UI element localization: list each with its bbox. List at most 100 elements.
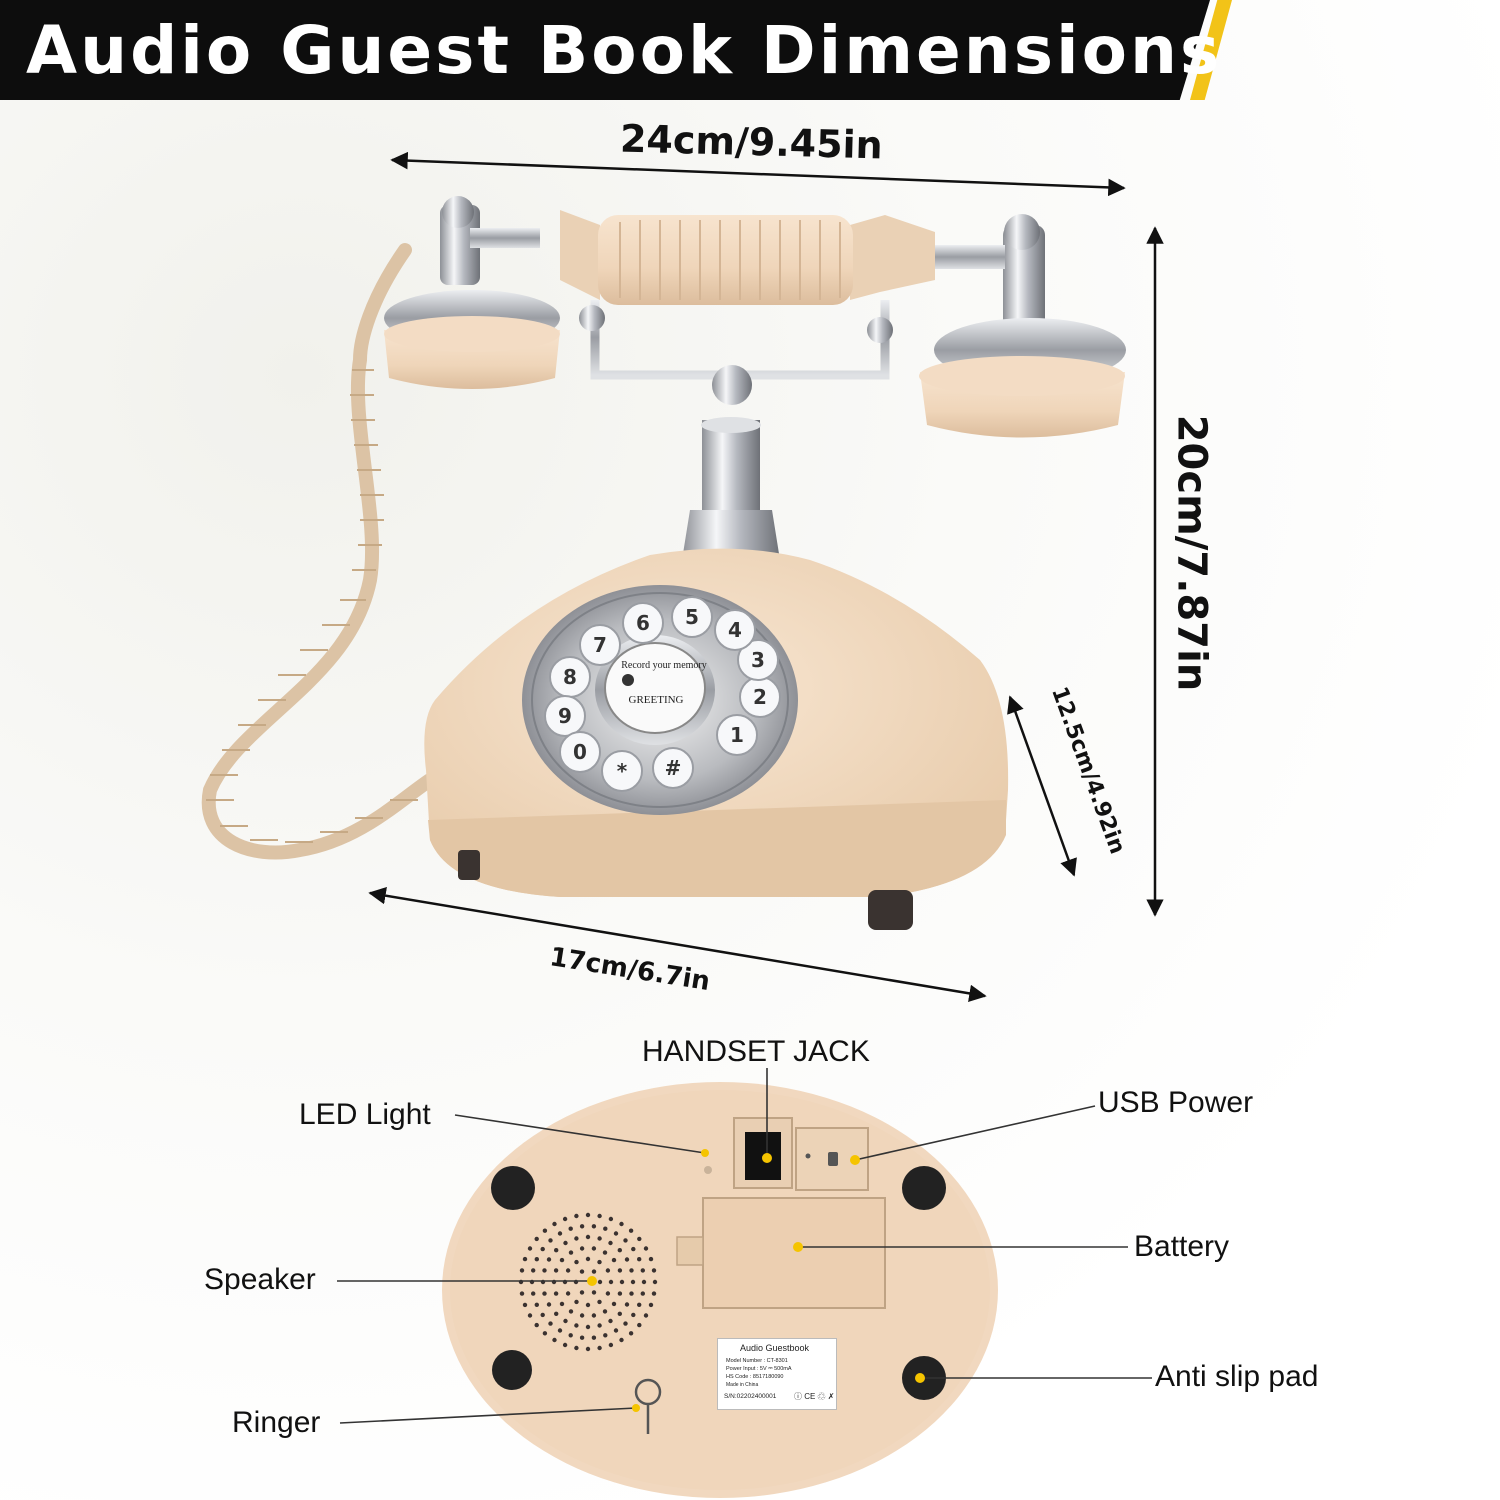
dial-key-button: [601, 750, 643, 792]
speaker-hole: [591, 1335, 597, 1340]
speaker-hole: [597, 1299, 602, 1305]
speaker-hole: [585, 1256, 591, 1262]
speaker-hole: [651, 1268, 657, 1273]
foot-bottom-left: [492, 1350, 532, 1390]
speaker-hole: [574, 1259, 579, 1265]
speaker-hole: [637, 1236, 642, 1242]
speaker-hole: [579, 1290, 585, 1295]
speaker-hole: [617, 1291, 623, 1296]
speaker-hole: [640, 1268, 645, 1273]
speaker-hole: [608, 1318, 613, 1324]
speaker-hole: [611, 1301, 617, 1307]
plate-marks: ⓘ CE ♲ ✗: [794, 1392, 835, 1401]
dial-greeting-text: GREETING: [629, 694, 684, 706]
usb-power-marker: [850, 1155, 860, 1165]
speaker-hole: [568, 1250, 574, 1255]
dial-key-label: 2: [753, 685, 767, 709]
speaker-hole: [643, 1246, 649, 1251]
speaker-hole: [602, 1309, 608, 1314]
speaker-hole: [641, 1279, 647, 1285]
speaker-hole: [597, 1259, 602, 1265]
speaker-hole: [608, 1240, 613, 1246]
speaker-hole: [522, 1302, 528, 1308]
speaker-grille: [518, 1212, 658, 1352]
speaker-hole: [579, 1313, 585, 1318]
speaker-hole: [652, 1279, 658, 1285]
base-arrow: [368, 886, 987, 1003]
led-light-label: LED Light: [299, 1098, 431, 1131]
speaker-hole: [542, 1331, 548, 1336]
usb-port: [828, 1152, 838, 1166]
speaker-hole: [651, 1291, 657, 1296]
speaker-hole: [574, 1323, 579, 1328]
speaker-hole: [585, 1302, 591, 1308]
dial-key-label: 5: [685, 605, 699, 629]
battery-cover: [702, 1197, 886, 1309]
led-light-marker: [701, 1149, 709, 1157]
plate-hs-code: HS Code : 8517180090: [726, 1374, 784, 1380]
speaker-hole: [559, 1257, 565, 1263]
speaker-hole: [611, 1257, 617, 1263]
speaker-hole: [579, 1224, 585, 1229]
speaker-hole: [643, 1313, 649, 1318]
speaker-hole: [534, 1302, 539, 1308]
plate-serial: S/N:02202400001: [724, 1393, 777, 1400]
speaker-hole: [574, 1299, 579, 1305]
plate-title: Audio Guestbook: [740, 1343, 810, 1353]
speaker-hole: [519, 1268, 525, 1273]
right-receiver: [919, 214, 1126, 438]
speaker-hole: [542, 1268, 547, 1273]
left-receiver: [384, 196, 560, 389]
speaker-hole: [531, 1291, 536, 1296]
speaker-hole: [591, 1246, 597, 1251]
dial-key-label: *: [617, 759, 628, 783]
speaker-hole: [579, 1269, 585, 1274]
speaker-hole: [519, 1291, 525, 1296]
dial-key-label: 8: [563, 665, 577, 689]
speaker-label: Speaker: [204, 1263, 316, 1296]
speaker-hole: [534, 1322, 539, 1328]
dial-key-button: [579, 624, 621, 666]
speaker-hole: [557, 1231, 563, 1236]
speaker-hole: [527, 1246, 533, 1251]
width-label: 24cm/9.45in: [619, 116, 884, 168]
speaker-hole: [629, 1291, 634, 1296]
speaker-hole: [554, 1248, 559, 1253]
speaker-hole: [527, 1313, 533, 1318]
speaker-hole: [568, 1309, 574, 1314]
speaker-hole: [562, 1216, 568, 1222]
dial-key-button: [559, 731, 601, 773]
foot-top-left: [491, 1166, 535, 1210]
dial-key-button: [737, 639, 779, 681]
dial-key-button: [544, 695, 586, 737]
speaker-hole: [542, 1228, 548, 1233]
speaker-hole: [591, 1313, 597, 1318]
dial-key-label: 6: [636, 611, 650, 635]
speaker-hole: [617, 1248, 622, 1253]
plate-power: Power Input : 5V ⎓ 500mA: [726, 1366, 792, 1372]
dial-key-label: 7: [593, 633, 607, 657]
speaker-hole: [574, 1345, 579, 1351]
handset-jack-label: HANDSET JACK: [642, 1035, 870, 1068]
speaker-hole: [623, 1238, 628, 1243]
speaker-hole: [648, 1256, 654, 1262]
speaker-hole: [522, 1256, 528, 1262]
speaker-hole: [553, 1291, 559, 1296]
speaker-hole: [631, 1312, 636, 1318]
speaker-hole: [597, 1213, 602, 1219]
speaker-hole: [562, 1342, 568, 1348]
speaker-hole: [534, 1236, 539, 1242]
cord-coils: [206, 369, 418, 843]
speaker-hole: [619, 1337, 624, 1343]
speaker-hole: [574, 1236, 579, 1241]
speaker-hole: [613, 1231, 619, 1236]
title-banner: [0, 0, 1210, 100]
speaker-hole: [603, 1333, 608, 1338]
speaker-hole: [553, 1268, 559, 1273]
speaker-hole: [585, 1234, 591, 1240]
speaker-hole: [542, 1291, 547, 1296]
speaker-hole: [617, 1268, 623, 1273]
speaker-hole: [603, 1226, 608, 1231]
dial-key-button: [622, 602, 664, 644]
